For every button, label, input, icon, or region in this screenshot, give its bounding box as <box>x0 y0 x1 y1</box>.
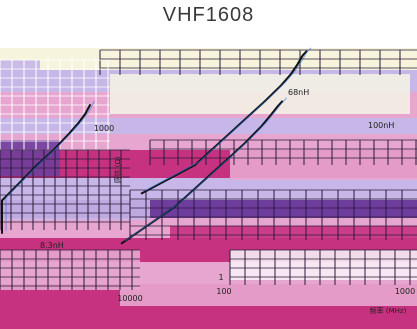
y-tick-label: 1000 <box>94 124 114 133</box>
glitch-block <box>0 196 150 220</box>
x-tick-label: 1 <box>218 273 223 282</box>
x-tick-label: 100 <box>216 287 231 296</box>
series-label: 8.3nH <box>40 241 64 250</box>
background-band <box>0 134 417 150</box>
series-line <box>1 103 92 234</box>
background-band <box>0 118 417 134</box>
x-tick-label: 1000 <box>395 287 415 296</box>
glitch-block <box>230 150 417 180</box>
glitch-block <box>230 250 417 280</box>
glitch-block <box>0 60 40 90</box>
glitch-block <box>170 226 417 246</box>
background-band <box>0 306 417 329</box>
series-line-shadow <box>5 101 95 231</box>
glitch-block <box>120 280 417 306</box>
series-line-shadow <box>124 97 288 242</box>
glitch-block <box>0 140 60 176</box>
y-axis-label: 感抗 (Ω) <box>113 156 122 183</box>
series-label: 100nH <box>368 121 394 130</box>
series-label: 68nH <box>288 88 309 97</box>
x-axis-label: 频率 (MHz) <box>370 306 407 315</box>
series-line-shadow <box>144 47 312 192</box>
chart-title: VHF1608 <box>162 4 255 26</box>
background-band <box>0 178 417 200</box>
x-tick-label: 10000 <box>117 294 142 303</box>
glitch-block <box>110 74 410 114</box>
glitch-block <box>0 250 140 290</box>
